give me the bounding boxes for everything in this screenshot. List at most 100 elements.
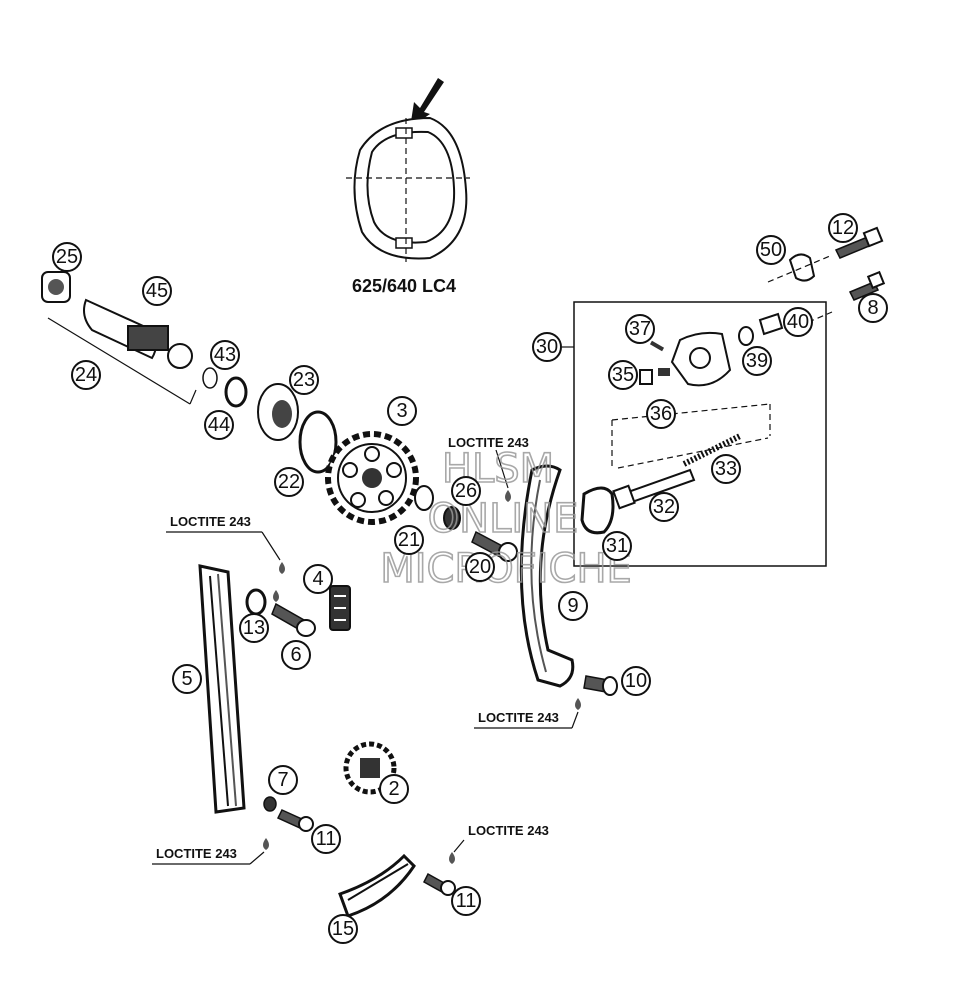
loctite-note-top-center: LOCTITE 243: [448, 435, 529, 450]
callout-6: 6: [281, 640, 311, 670]
ring-44: [224, 376, 248, 408]
svg-text:7: 7: [277, 769, 288, 791]
svg-text:3: 3: [396, 400, 407, 422]
callout-11-upper: 11: [311, 824, 341, 854]
callout-12: 12: [828, 213, 858, 243]
callout-5: 5: [172, 664, 202, 694]
watermark-line-3: MICROFICHE: [380, 546, 632, 592]
svg-text:2: 2: [388, 778, 399, 800]
svg-text:13: 13: [243, 617, 265, 639]
svg-text:5: 5: [181, 668, 192, 690]
callout-22: 22: [274, 467, 304, 497]
bearing-43: [167, 343, 193, 369]
model-label: 625/640 LC4: [352, 276, 456, 296]
detail-arrow: [410, 78, 444, 128]
plug-40: [758, 312, 784, 336]
loctite-note-bottom-right: LOCTITE 243: [468, 823, 549, 838]
callout-15: 15: [328, 914, 358, 944]
callout-13: 13: [239, 613, 269, 643]
callout-32: 32: [649, 492, 679, 522]
callout-23: 23: [289, 365, 319, 395]
svg-text:12: 12: [832, 217, 854, 239]
sprocket-group: [257, 383, 518, 562]
callout-30: 30: [532, 332, 562, 362]
callout-20: 20: [465, 552, 495, 582]
callout-2: 2: [379, 774, 409, 804]
washer-13: [245, 588, 267, 616]
callout-26: 26: [451, 476, 481, 506]
svg-text:10: 10: [625, 670, 647, 692]
svg-text:15: 15: [332, 918, 354, 940]
svg-text:24: 24: [75, 364, 97, 386]
callout-40: 40: [783, 307, 813, 337]
spring-33: [682, 433, 742, 467]
loctite-drop-bottom-right: [449, 852, 455, 864]
screw-8: [848, 281, 880, 301]
svg-text:33: 33: [715, 458, 737, 480]
clamp-50: [788, 253, 816, 282]
callout-35: 35: [608, 360, 638, 390]
washer-26: [443, 506, 461, 530]
svg-text:21: 21: [398, 529, 420, 551]
svg-text:11: 11: [456, 890, 477, 912]
seal-39: [738, 326, 754, 346]
svg-text:4: 4: [312, 568, 323, 590]
svg-text:23: 23: [293, 369, 315, 391]
svg-text:37: 37: [629, 318, 651, 340]
svg-text:43: 43: [214, 344, 236, 366]
svg-text:8: 8: [867, 297, 878, 319]
loctite-notes: LOCTITE 243 LOCTITE 243 LOCTITE 243 LOCT…: [152, 435, 579, 865]
loctite-drop-bottom-left: [263, 838, 269, 850]
tensioner-assembly-box: [562, 301, 833, 567]
screw-group: [767, 226, 886, 301]
spring-36: [658, 368, 670, 376]
svg-text:6: 6: [290, 644, 301, 666]
loctite-note-right: LOCTITE 243: [478, 710, 559, 725]
watermark: HLSM ONLINE MICROFICHE: [379, 445, 632, 593]
chain-guide-15: [338, 853, 416, 918]
loctite-drop-left-mid: [273, 590, 279, 602]
callout-8: 8: [858, 293, 888, 323]
callout-50: 50: [756, 235, 786, 265]
assembly-frame: [573, 301, 827, 567]
svg-text:39: 39: [746, 350, 768, 372]
svg-text:44: 44: [208, 414, 230, 436]
svg-text:9: 9: [567, 595, 578, 617]
callout-37: 37: [625, 314, 655, 344]
svg-text:35: 35: [612, 364, 634, 386]
pin-37: [649, 340, 665, 352]
watermark-line-2: ONLINE: [428, 496, 579, 542]
svg-text:30: 30: [536, 336, 558, 358]
svg-text:11: 11: [316, 828, 337, 850]
svg-text:22: 22: [278, 471, 300, 493]
callout-33: 33: [711, 454, 741, 484]
loctite-note-bottom-left: LOCTITE 243: [156, 846, 237, 861]
loctite-note-left: LOCTITE 243: [170, 514, 251, 529]
callout-24: 24: [71, 360, 101, 390]
svg-text:31: 31: [606, 535, 628, 557]
callout-21: 21: [394, 525, 424, 555]
svg-text:40: 40: [787, 311, 809, 333]
callout-9: 9: [558, 591, 588, 621]
callout-45: 45: [142, 276, 172, 306]
circlip-22: [298, 410, 338, 474]
callout-3: 3: [387, 396, 417, 426]
piston-35: [639, 369, 653, 385]
callout-31: 31: [602, 531, 632, 561]
camshaft-group: [41, 271, 248, 408]
loctite-drop-upper: [505, 490, 511, 502]
callout-43: 43: [210, 340, 240, 370]
gasket-31: [580, 486, 615, 535]
callout-39: 39: [742, 346, 772, 376]
detail-inset: 625/640 LC4: [346, 78, 470, 296]
tensioner-rail-group: [519, 464, 618, 710]
spacer-7: [263, 796, 277, 812]
svg-text:50: 50: [760, 239, 782, 261]
svg-text:32: 32: [653, 496, 675, 518]
washer-21: [414, 485, 434, 511]
svg-text:36: 36: [650, 403, 672, 425]
chain-rail-5: [198, 564, 246, 814]
svg-text:25: 25: [56, 246, 78, 268]
callout-10: 10: [621, 666, 651, 696]
callouts: 25 45 24 43 44 23 22 3 21 26 20 5 4 13 6…: [52, 213, 888, 944]
